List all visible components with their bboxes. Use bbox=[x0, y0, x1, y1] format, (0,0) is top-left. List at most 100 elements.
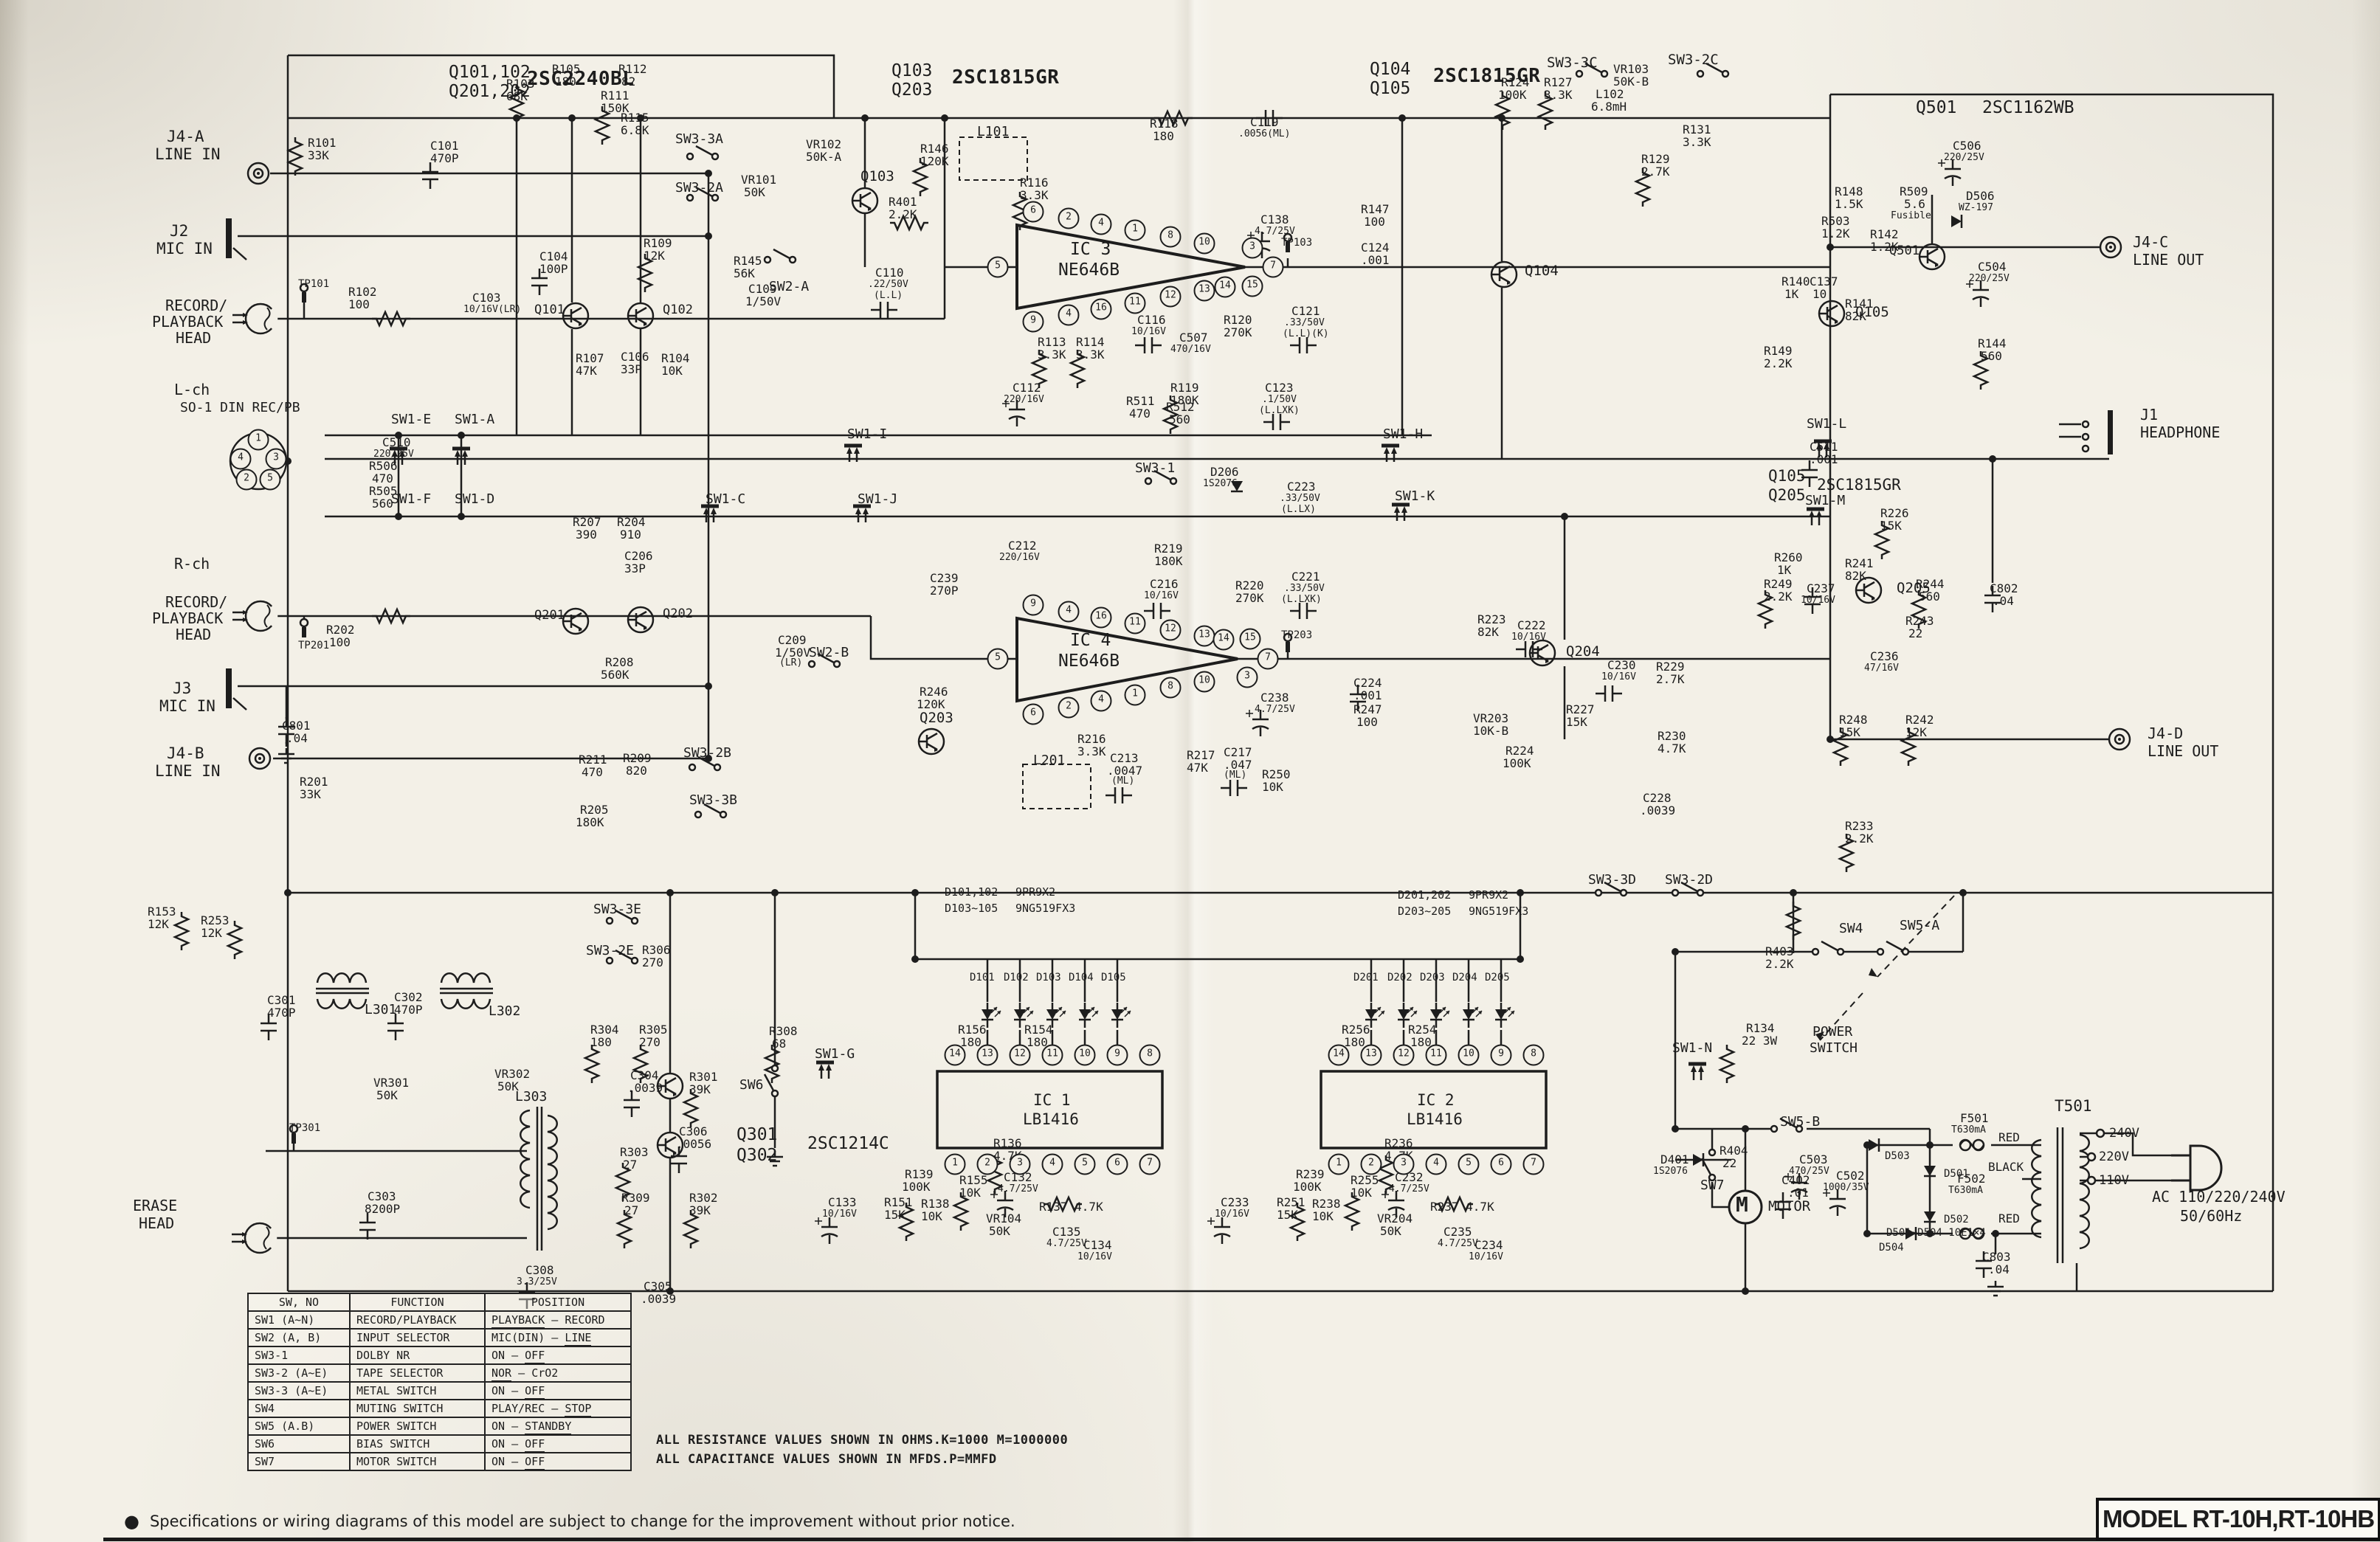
component-label: R208 bbox=[605, 655, 634, 669]
component-label: T630mA bbox=[1951, 1124, 1986, 1135]
footer-text: Specifications or wiring diagrams of thi… bbox=[149, 1512, 1015, 1530]
component-label: 220V bbox=[2099, 1149, 2129, 1164]
component-label: R223 bbox=[1477, 612, 1506, 626]
component-label: L101 bbox=[977, 124, 1010, 139]
values-note: ALL RESISTANCE VALUES SHOWN IN OHMS.K=10… bbox=[656, 1431, 1068, 1469]
component-label: R506 bbox=[369, 459, 398, 473]
component-label: .0056(ML) bbox=[1238, 128, 1291, 139]
component-label: 2SC1815GR bbox=[952, 66, 1060, 89]
component-label: R302 bbox=[689, 1191, 718, 1205]
switch-table-header: SW, NO bbox=[247, 1293, 351, 1312]
component-label: Q204 bbox=[1566, 643, 1600, 660]
component-label: R153 bbox=[148, 905, 176, 919]
component-label: .001 bbox=[1361, 253, 1390, 267]
component-label: .22/50V bbox=[868, 279, 908, 290]
component-label: SW4 bbox=[1839, 921, 1863, 936]
component-label: SW2-A bbox=[769, 279, 810, 294]
component-label: 10/16V bbox=[1215, 1209, 1249, 1220]
component-label: R201 bbox=[300, 775, 328, 789]
ic-pin-number: 1 bbox=[1328, 1153, 1350, 1175]
component-label: 470P bbox=[430, 151, 459, 165]
switch-table-cell: POWER SWITCH bbox=[349, 1417, 486, 1436]
ic-pin-number: 11 bbox=[1124, 612, 1146, 635]
component-label: C230 bbox=[1607, 658, 1636, 672]
ic-pin-number: 5 bbox=[1458, 1153, 1480, 1175]
component-label: 470P bbox=[267, 1006, 296, 1020]
component-label: R403 bbox=[1765, 944, 1794, 958]
component-label: D202 bbox=[1387, 972, 1413, 983]
component-label: R113 bbox=[1038, 335, 1066, 349]
component-label: 2SC2240BL bbox=[527, 68, 635, 90]
component-label: SW1-H bbox=[1383, 426, 1424, 442]
switch-table-cell: MUTING SWITCH bbox=[349, 1399, 486, 1418]
component-label: 8200P bbox=[365, 1202, 401, 1216]
component-label: Q205 bbox=[1768, 486, 1806, 504]
switch-table-cell: PLAYBACK — RECORD bbox=[484, 1310, 632, 1330]
component-label: 6.8mH bbox=[1591, 100, 1627, 114]
component-label: C223 bbox=[1287, 480, 1316, 494]
component-label: .33/50V bbox=[1284, 583, 1325, 594]
component-label: D502 bbox=[1944, 1214, 1969, 1225]
component-label: VR204 bbox=[1377, 1211, 1413, 1225]
ic-pin-number: 9 bbox=[1490, 1044, 1512, 1066]
component-label: WZ-197 bbox=[1959, 202, 1993, 213]
component-label: D205 bbox=[1485, 972, 1510, 983]
component-label: Q104 bbox=[1525, 263, 1559, 279]
component-label: R115 bbox=[621, 111, 649, 125]
component-label: RECORD/ bbox=[165, 297, 228, 314]
component-label: 33K bbox=[300, 787, 321, 801]
component-label: R216 bbox=[1077, 732, 1106, 746]
component-label: 50K bbox=[497, 1079, 519, 1093]
component-label: C123 bbox=[1265, 381, 1294, 395]
capacitance-note: ALL CAPACITANCE VALUES SHOWN IN MFDS.P=M… bbox=[656, 1451, 997, 1467]
component-label: 270P bbox=[930, 584, 959, 598]
component-label: 270K bbox=[1224, 325, 1252, 339]
component-label: J4-A bbox=[167, 128, 204, 145]
component-label: 10K bbox=[1312, 1209, 1334, 1223]
component-label: D201 bbox=[1353, 972, 1379, 983]
component-label: R124 bbox=[1501, 75, 1530, 89]
component-label: R226 bbox=[1880, 506, 1909, 520]
ic-pin-number: 8 bbox=[1522, 1044, 1545, 1066]
component-label: C238 bbox=[1260, 691, 1289, 705]
switch-table-cell: SW5 (A.B) bbox=[247, 1417, 351, 1436]
component-label: 50K-B bbox=[1613, 75, 1649, 89]
switch-table-cell: SW4 bbox=[247, 1399, 351, 1418]
component-label: Q301 bbox=[737, 1125, 778, 1144]
component-label: R217 bbox=[1187, 748, 1215, 762]
ic-pin-number: 1 bbox=[247, 429, 269, 451]
component-label: 2SC1162WB bbox=[1982, 98, 2074, 117]
component-label: 3.3/25V bbox=[517, 1276, 557, 1287]
component-label: R104 bbox=[661, 351, 690, 365]
component-label: MOTOR bbox=[1768, 1198, 1811, 1214]
component-label: 4.7/25V bbox=[1389, 1183, 1429, 1194]
switch-table-cell: ON — OFF bbox=[484, 1381, 632, 1400]
component-label: 12K bbox=[201, 926, 222, 940]
ic-pin-number: 12 bbox=[1159, 619, 1182, 641]
switch-table-cell: RECORD/PLAYBACK bbox=[349, 1310, 486, 1330]
ic-pin-number: 5 bbox=[259, 469, 281, 491]
component-label: R244 bbox=[1916, 577, 1945, 591]
component-label: R114 bbox=[1076, 335, 1105, 349]
component-label: C206 bbox=[624, 549, 653, 563]
component-label: D105 bbox=[1101, 972, 1126, 983]
component-label: C304 bbox=[630, 1068, 659, 1082]
component-label: C106 bbox=[621, 350, 649, 364]
component-label: F501 bbox=[1960, 1111, 1989, 1125]
component-label: 100 bbox=[348, 297, 370, 311]
component-label: C103 bbox=[472, 291, 501, 305]
switch-function-table: SW, NO FUNCTION POSITION SW1 (A~N)RECORD… bbox=[247, 1293, 632, 1471]
component-label: (L.L) bbox=[874, 290, 903, 301]
ic-pin-number: 10 bbox=[1193, 671, 1215, 693]
component-label: C803 bbox=[1982, 1250, 2011, 1264]
component-label: 4.7K bbox=[1658, 741, 1686, 756]
component-label: D501 bbox=[1944, 1168, 1969, 1180]
ic-pin-number: 2 bbox=[976, 1153, 998, 1175]
component-label: 100 bbox=[1356, 715, 1378, 729]
ic-pin-number: 14 bbox=[944, 1044, 966, 1066]
component-label: 33P bbox=[621, 362, 642, 376]
